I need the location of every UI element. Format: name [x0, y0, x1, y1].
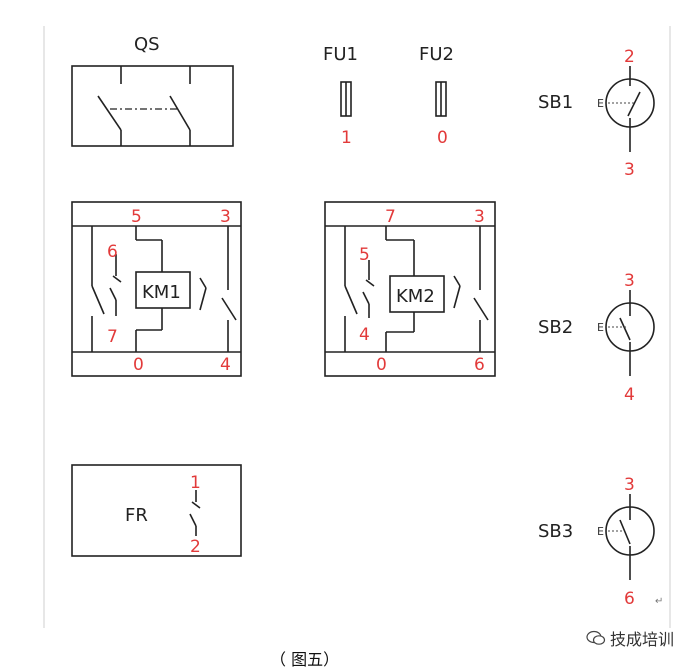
fuse-fu1: FU1 1	[323, 44, 358, 148]
sb2-terminal-top: 3	[624, 271, 635, 291]
km1-box	[71, 201, 242, 377]
sb3-e-mark: E	[597, 525, 604, 538]
km2-aux-top: 5	[359, 245, 370, 265]
push-button-sb3: SB3 3 6 E	[538, 475, 655, 609]
sb3-terminal-bottom: 6	[624, 589, 635, 609]
thermal-relay-fr: FR 1 2	[71, 464, 242, 557]
figure-caption: （ 图五）	[270, 650, 340, 669]
km2-bottom-right: 6	[474, 355, 485, 375]
sb1-terminal-bottom: 3	[624, 160, 635, 180]
contactor-km1: 5 3 0 4 6 7 KM1	[71, 201, 242, 377]
qs-box	[71, 65, 234, 147]
sb3-terminal-top: 3	[624, 475, 635, 495]
sb2-e-mark: E	[597, 321, 604, 334]
fu2-label: FU2	[419, 44, 454, 65]
fu2-terminal: 0	[437, 128, 448, 148]
qs-switch: QS	[71, 34, 234, 147]
watermark-text: 技成培训	[610, 630, 675, 649]
sb1-e-mark: E	[597, 97, 604, 110]
push-button-sb1: SB1 2 3 E	[538, 47, 655, 180]
sb1-terminal-top: 2	[624, 47, 635, 67]
km1-coil-label: KM1	[142, 282, 181, 303]
km2-bottom-left: 0	[376, 355, 387, 375]
fu1-label: FU1	[323, 44, 358, 65]
km1-aux-top: 6	[107, 242, 118, 262]
km2-top-right: 3	[474, 207, 485, 227]
km1-bottom-left: 0	[133, 355, 144, 375]
wechat-icon	[586, 630, 606, 645]
km2-coil-label: KM2	[396, 286, 435, 307]
sb1-label: SB1	[538, 92, 573, 113]
fr-terminal-bottom: 2	[190, 537, 201, 557]
qs-label: QS	[134, 34, 160, 55]
fu1-terminal: 1	[341, 128, 352, 148]
km1-bottom-right: 4	[220, 355, 231, 375]
watermark: 技成培训	[586, 626, 674, 650]
km1-top-right: 3	[220, 207, 231, 227]
km2-coil	[389, 275, 445, 313]
km2-box	[324, 201, 496, 377]
fuse-fu2: FU2 0	[419, 44, 454, 148]
km2-top-left: 7	[385, 207, 396, 227]
km1-aux-bottom: 7	[107, 327, 118, 347]
sb3-label: SB3	[538, 521, 573, 542]
km2-aux-bottom: 4	[359, 325, 370, 345]
km1-coil	[135, 271, 191, 309]
sb2-terminal-bottom: 4	[624, 385, 635, 405]
fr-label: FR	[125, 505, 148, 526]
fr-terminal-top: 1	[190, 473, 201, 493]
km1-top-left: 5	[131, 207, 142, 227]
return-mark-icon: ↵	[655, 596, 663, 607]
push-button-sb2: SB2 3 4 E	[538, 271, 655, 405]
sb2-label: SB2	[538, 317, 573, 338]
fr-box	[71, 464, 242, 557]
contactor-km2: 7 3 0 6 5 4 KM2	[324, 201, 496, 377]
